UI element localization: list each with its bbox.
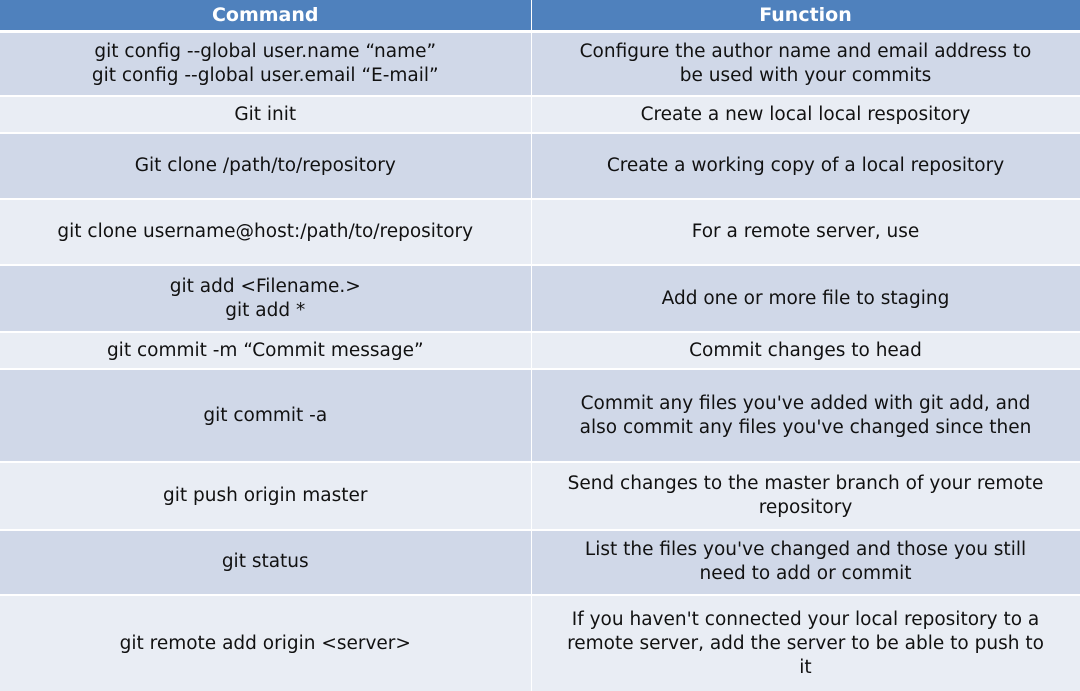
- command-text-line: git config --global user.name “name”: [94, 41, 437, 63]
- function-text-line: Create a working copy of a local reposit…: [606, 155, 1005, 177]
- table-row: git add <Filename.>git add * Add one or m…: [0, 264, 1080, 332]
- command-text-line: Git clone /path/to/repository: [134, 155, 396, 177]
- command-text-line: git add <Filename.>: [169, 275, 361, 297]
- table-row: git config --global user.name “name”git …: [0, 30, 1080, 97]
- function-cell: Add one or more file to staging: [531, 264, 1080, 332]
- command-cell: git remote add origin <server>: [0, 594, 532, 691]
- function-cell: If you haven't connected your local repo…: [531, 594, 1080, 691]
- command-cell: git clone username@host:/path/to/reposit…: [0, 197, 532, 266]
- function-cell: Commit changes to head: [531, 330, 1080, 370]
- command-cell: git commit -a: [0, 368, 532, 463]
- command-cell: git add <Filename.>git add *: [0, 264, 532, 332]
- function-text-line: Send changes to the master branch of you…: [567, 472, 1044, 494]
- function-cell: For a remote server, use: [531, 197, 1080, 266]
- function-text-line: Commit changes to head: [689, 339, 922, 361]
- function-text-line: Commit any files you've added with git a…: [580, 392, 1031, 414]
- column-header-function: Function: [531, 0, 1080, 33]
- function-cell: Create a new local local respository: [531, 95, 1080, 134]
- command-text-line: Git init: [234, 103, 297, 125]
- table-row: git clone username@host:/path/to/reposit…: [0, 197, 1080, 266]
- function-text-line: be used with your commits: [679, 65, 932, 87]
- command-text-line: git push origin master: [162, 484, 368, 506]
- table-row: git commit -m “Commit message” Commit cha…: [0, 330, 1080, 370]
- table-row: git remote add origin <server> If you hav…: [0, 594, 1080, 691]
- command-cell: git commit -m “Commit message”: [0, 330, 532, 370]
- table-row: git commit -a Commit any files you've add…: [0, 368, 1080, 463]
- command-cell: Git init: [0, 95, 532, 134]
- table-row: Git clone /path/to/repository Create a wo…: [0, 132, 1080, 199]
- command-text-line: git add *: [225, 299, 306, 321]
- function-cell: Commit any files you've added with git a…: [531, 368, 1080, 463]
- command-cell: Git clone /path/to/repository: [0, 132, 532, 199]
- function-text-line: If you haven't connected your local repo…: [571, 608, 1040, 630]
- command-text-line: git config --global user.email “E-mail”: [91, 65, 439, 87]
- command-text-line: git commit -m “Commit message”: [106, 339, 424, 361]
- function-cell: List the files you've changed and those …: [531, 528, 1080, 596]
- column-header-command: Command: [0, 0, 532, 33]
- function-text-line: remote server, add the server to be able…: [567, 632, 1044, 654]
- command-cell: git config --global user.name “name”git …: [0, 30, 532, 97]
- command-text-line: git status: [221, 551, 309, 573]
- command-text-line: git commit -a: [203, 404, 328, 426]
- command-cell: git push origin master: [0, 461, 532, 530]
- function-cell: Send changes to the master branch of you…: [531, 461, 1080, 530]
- command-text-line: git remote add origin <server>: [119, 632, 411, 654]
- function-text-line: it: [799, 656, 812, 678]
- table-row: git status List the files you've changed …: [0, 528, 1080, 596]
- table-row: Git init Create a new local local resposi…: [0, 95, 1080, 134]
- command-text-line: git clone username@host:/path/to/reposit…: [57, 221, 474, 243]
- function-text-line: need to add or commit: [699, 563, 912, 585]
- function-text-line: Configure the author name and email addr…: [579, 41, 1032, 63]
- function-text-line: For a remote server, use: [691, 221, 920, 243]
- function-text-line: Add one or more file to staging: [661, 287, 950, 309]
- table-row: git push origin master Send changes to th…: [0, 461, 1080, 530]
- function-text-line: List the files you've changed and those …: [584, 539, 1027, 561]
- function-text-line: Create a new local local respository: [640, 103, 971, 125]
- table-body: git config --global user.name “name”git …: [0, 30, 1080, 691]
- function-cell: Configure the author name and email addr…: [531, 30, 1080, 97]
- function-cell: Create a working copy of a local reposit…: [531, 132, 1080, 199]
- function-text-line: repository: [758, 496, 853, 518]
- table-header-row: Command Function: [0, 0, 1080, 33]
- command-cell: git status: [0, 528, 532, 596]
- function-text-line: also commit any files you've changed sin…: [579, 416, 1032, 438]
